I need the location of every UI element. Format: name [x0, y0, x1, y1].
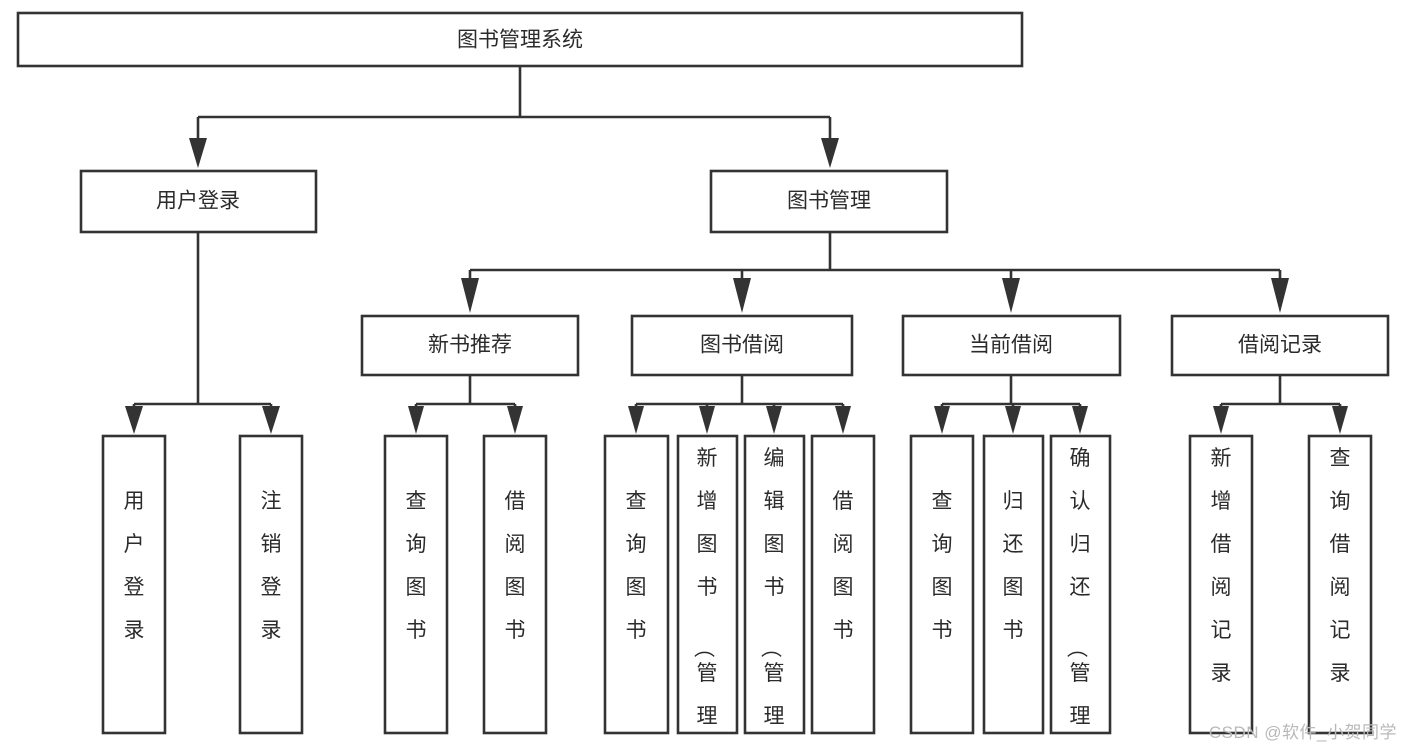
connector-group-root [189, 66, 839, 168]
node-leaf-add-borrow-record[interactable]: 新增借阅记录 [1188, 434, 1254, 735]
node-leaf-user-login-label: 用户登录 [124, 490, 145, 642]
node-leaf-user-login[interactable]: 用户登录 [101, 434, 167, 735]
node-borrow-record-box [1170, 314, 1390, 377]
node-book-management-box [709, 169, 949, 234]
connector-group-current-borrow [934, 375, 1088, 434]
node-leaf-logout-label: 注销登录 [261, 490, 282, 642]
arrow-head-leaf-query-book-recommend [408, 406, 424, 434]
node-book-borrow-label: 图书借阅 [700, 334, 784, 357]
arrow-head-leaf-edit-book-admin [766, 406, 782, 434]
node-new-book-recommend-label: 新书推荐 [428, 334, 512, 357]
arrow-head-current-borrow [1002, 278, 1020, 313]
node-root-box [16, 11, 1024, 68]
node-borrow-record[interactable]: 借阅记录 [1170, 314, 1390, 377]
arrow-head-leaf-borrow-book-recommend [507, 406, 523, 434]
node-leaf-add-borrow-record-box [1188, 434, 1254, 735]
node-leaf-confirm-return-admin[interactable]: 确认归还（管理员） [1049, 434, 1112, 747]
arrow-head-user-login [189, 138, 207, 168]
node-leaf-borrow-book-recommend-box [482, 434, 548, 735]
node-leaf-query-borrow-record-label: 查询借阅记录 [1330, 447, 1351, 685]
node-leaf-edit-book-admin[interactable]: 编辑图书（管理员） [743, 434, 806, 747]
arrow-head-leaf-return-book [1005, 406, 1021, 434]
connector-group-borrow-record [1213, 375, 1348, 434]
node-leaf-query-book-recommend-box [383, 434, 449, 735]
node-leaf-confirm-return-admin-box [1049, 434, 1112, 735]
node-leaf-add-borrow-record-label: 新增借阅记录 [1211, 447, 1232, 685]
node-leaf-borrow-book[interactable]: 借阅图书 [810, 434, 876, 735]
watermark-credit: CSDN @软件_小贺同学 [1208, 723, 1397, 742]
node-leaf-query-book-current-box [909, 434, 975, 735]
node-leaf-return-book[interactable]: 归还图书 [982, 434, 1045, 735]
arrow-head-leaf-query-borrow-record [1332, 406, 1348, 434]
node-user-login-box [79, 169, 318, 234]
node-leaf-query-book-recommend[interactable]: 查询图书 [383, 434, 449, 735]
node-user-login-label: 用户登录 [156, 190, 240, 213]
arrow-head-leaf-query-book-borrow [628, 406, 644, 434]
node-leaf-query-book-borrow-label: 查询图书 [626, 490, 647, 642]
node-leaf-borrow-book-recommend-label: 借阅图书 [505, 490, 526, 642]
node-leaf-borrow-book-recommend[interactable]: 借阅图书 [482, 434, 548, 735]
arrow-head-leaf-logout [262, 406, 280, 434]
node-new-book-recommend[interactable]: 新书推荐 [360, 314, 580, 377]
node-leaf-edit-book-admin-box [743, 434, 806, 735]
node-leaf-query-book-current-label: 查询图书 [932, 490, 953, 642]
node-book-borrow[interactable]: 图书借阅 [630, 314, 854, 377]
arrow-head-leaf-borrow-book [835, 406, 851, 434]
node-leaf-borrow-book-box [810, 434, 876, 735]
connector-group-book-management [461, 232, 1289, 313]
node-leaf-query-borrow-record-box [1307, 434, 1373, 735]
arrow-head-leaf-user-login [125, 406, 143, 434]
arrow-head-leaf-add-book-admin [699, 406, 715, 434]
node-book-management[interactable]: 图书管理 [709, 169, 949, 234]
arrow-head-leaf-add-borrow-record [1213, 406, 1229, 434]
node-current-borrow-label: 当前借阅 [969, 334, 1053, 357]
node-new-book-recommend-box [360, 314, 580, 377]
node-leaf-user-login-box [101, 434, 167, 735]
arrow-head-new-book-recommend [461, 278, 479, 313]
leaf-nodes: 用户登录 注销登录 查询图书 借阅图书 查询图书 新增图书（管理员） [101, 434, 1373, 747]
arrow-head-book-management [821, 138, 839, 168]
node-leaf-borrow-book-label: 借阅图书 [833, 490, 854, 642]
node-leaf-add-book-admin-label: 新增图书（管理员） [692, 447, 718, 747]
node-book-management-label: 图书管理 [787, 190, 871, 213]
node-leaf-add-book-admin[interactable]: 新增图书（管理员） [676, 434, 739, 747]
node-leaf-query-book-recommend-label: 查询图书 [406, 490, 427, 642]
node-root[interactable]: 图书管理系统 [16, 11, 1024, 68]
arrow-head-borrow-record [1271, 278, 1289, 313]
node-leaf-logout-box [238, 434, 304, 735]
node-leaf-query-borrow-record[interactable]: 查询借阅记录 [1307, 434, 1373, 735]
node-current-borrow-box [901, 314, 1122, 377]
node-leaf-confirm-return-admin-label: 确认归还（管理员） [1065, 447, 1091, 747]
connector-group-book-borrow [628, 375, 851, 434]
node-leaf-logout[interactable]: 注销登录 [238, 434, 304, 735]
node-current-borrow[interactable]: 当前借阅 [901, 314, 1122, 377]
arrow-head-book-borrow [733, 278, 751, 313]
node-leaf-return-book-box [982, 434, 1045, 735]
node-book-borrow-box [630, 314, 854, 377]
node-leaf-query-book-current[interactable]: 查询图书 [909, 434, 975, 735]
connector-group-new-book-recommend [408, 375, 523, 434]
arrow-head-leaf-confirm-return-admin [1072, 406, 1088, 434]
node-user-login[interactable]: 用户登录 [79, 169, 318, 234]
node-leaf-add-book-admin-box [676, 434, 739, 735]
connector-group-user-login [125, 232, 280, 434]
node-leaf-edit-book-admin-label: 编辑图书（管理员） [759, 447, 785, 747]
node-borrow-record-label: 借阅记录 [1238, 334, 1322, 357]
node-leaf-return-book-label: 归还图书 [1003, 490, 1024, 642]
node-leaf-query-book-borrow-box [603, 434, 670, 735]
node-leaf-query-book-borrow[interactable]: 查询图书 [603, 434, 670, 735]
node-root-label: 图书管理系统 [457, 29, 583, 52]
arrow-head-leaf-query-book-current [934, 406, 950, 434]
